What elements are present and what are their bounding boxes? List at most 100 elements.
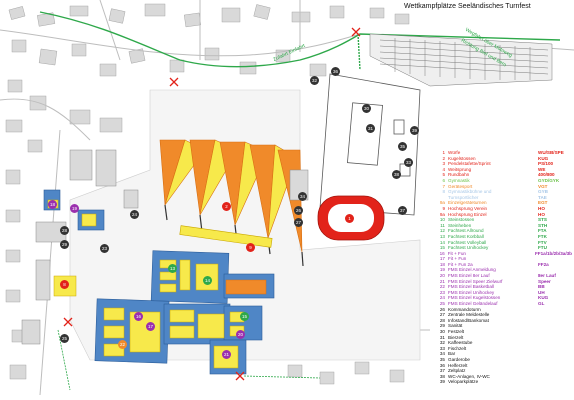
marker-number: 39 [411, 128, 417, 133]
legend-code: GYD/GYK [538, 177, 560, 183]
legend-number: 15 [439, 245, 445, 251]
map-marker[interactable]: 18 [48, 200, 57, 209]
map-marker[interactable]: 32 [310, 76, 319, 85]
marker-number: 25 [61, 336, 67, 341]
map-marker[interactable]: 31 [366, 124, 375, 133]
map-marker[interactable]: 1 [345, 214, 354, 223]
marker-number: 1 [348, 216, 351, 221]
map-marker[interactable]: 27 [294, 218, 303, 227]
legend-row: Turnsportlicher TAE [436, 195, 572, 201]
legend-number: 14 [439, 239, 445, 245]
map-marker[interactable]: 15 [240, 312, 249, 321]
legend-number: 26 [439, 306, 445, 312]
map-marker[interactable]: 30 [362, 104, 371, 113]
map-marker[interactable]: 23 [100, 244, 109, 253]
map-marker[interactable]: 39 [410, 126, 419, 135]
legend-label: Fachtest Volleyball [448, 239, 487, 245]
marker-number: 21 [223, 352, 229, 357]
map-marker[interactable]: 21 [222, 350, 231, 359]
legend-label: Zeltplatz [448, 368, 466, 374]
map-marker[interactable]: 13 [168, 264, 177, 273]
map-marker[interactable]: 19 [70, 204, 79, 213]
marker-number: 18 [49, 202, 55, 207]
legend-number: 22 [439, 284, 445, 290]
legend-number: 18 [439, 261, 445, 267]
map-marker[interactable]: 25 [60, 334, 69, 343]
legend-code: FF2a [538, 261, 549, 267]
legend-label: Sanität [448, 323, 463, 329]
marker-number: 19 [71, 206, 77, 211]
map-title: Wettkampfplätze Seeländisches Turnfest [404, 3, 531, 10]
legend-code: GYB [538, 189, 548, 195]
map-marker[interactable]: 35 [398, 142, 407, 151]
legend-number: 21 [439, 278, 445, 284]
map-marker[interactable]: 14 [203, 276, 212, 285]
map-marker[interactable]: 26 [294, 206, 303, 215]
marker-number: 16 [135, 314, 141, 319]
festhall-complex [319, 73, 421, 216]
marker-number: 30 [363, 106, 369, 111]
legend-number: 9 [442, 205, 445, 211]
map-marker[interactable]: 28 [60, 226, 69, 235]
map-marker[interactable]: 9 [246, 243, 255, 252]
marker-number: 35 [399, 144, 405, 149]
legend-number: 2 [442, 155, 445, 161]
legend-label: Kommandoturm [448, 306, 481, 312]
marker-number: 20 [237, 332, 243, 337]
legend-code: FTA [538, 228, 547, 234]
legend-label: Turnsportlicher [448, 194, 479, 200]
map-marker[interactable]: 34 [298, 192, 307, 201]
map-marker[interactable]: 16 [134, 312, 143, 321]
legend-code: 8er Lauf [538, 273, 556, 279]
map-marker[interactable]: 33 [404, 158, 413, 167]
legend-label: Gerätesport [448, 183, 473, 189]
legend-number: 28 [439, 317, 445, 323]
legend-code: VGT [538, 183, 548, 189]
legend-code: EGT [538, 200, 548, 206]
map-marker[interactable]: 8 [60, 280, 69, 289]
map-marker[interactable]: 2 [222, 202, 231, 211]
map-marker[interactable]: 22 [118, 340, 127, 349]
legend-code: PS/100 [538, 161, 554, 167]
map-marker[interactable]: 36 [331, 67, 340, 76]
map-marker[interactable]: 20 [236, 330, 245, 339]
legend-number: 39 [439, 379, 445, 385]
legend-label: Hochsprung Verein [448, 205, 488, 211]
marker-number: 37 [399, 208, 405, 213]
legend-number: 12 [439, 228, 445, 234]
legend-code: FTK [538, 233, 547, 239]
left-buildings [21, 149, 309, 345]
map-marker[interactable]: 37 [398, 206, 407, 215]
map-marker[interactable]: 17 [146, 322, 155, 331]
legend-label: Fachtest Unihockey [448, 245, 489, 251]
map-marker[interactable]: 24 [130, 210, 139, 219]
legend-label: Fit + Fun [448, 256, 467, 262]
marker-number: 24 [131, 212, 137, 217]
legend-number: 9a [439, 200, 445, 206]
legend-label: Bar [448, 351, 456, 357]
legend-number: 19 [439, 267, 445, 273]
legend-code: TAE [538, 194, 547, 200]
legend-label: FMS Einzel Anmeldung [448, 267, 496, 273]
map-marker[interactable]: 38 [392, 170, 401, 179]
marker-number: 26 [295, 208, 301, 213]
legend-label: Einzelgeräteturnen [448, 200, 487, 206]
legend-number: 4 [442, 166, 445, 172]
map-marker[interactable]: 29 [60, 240, 69, 249]
legend-label: Festzelt [448, 329, 465, 334]
